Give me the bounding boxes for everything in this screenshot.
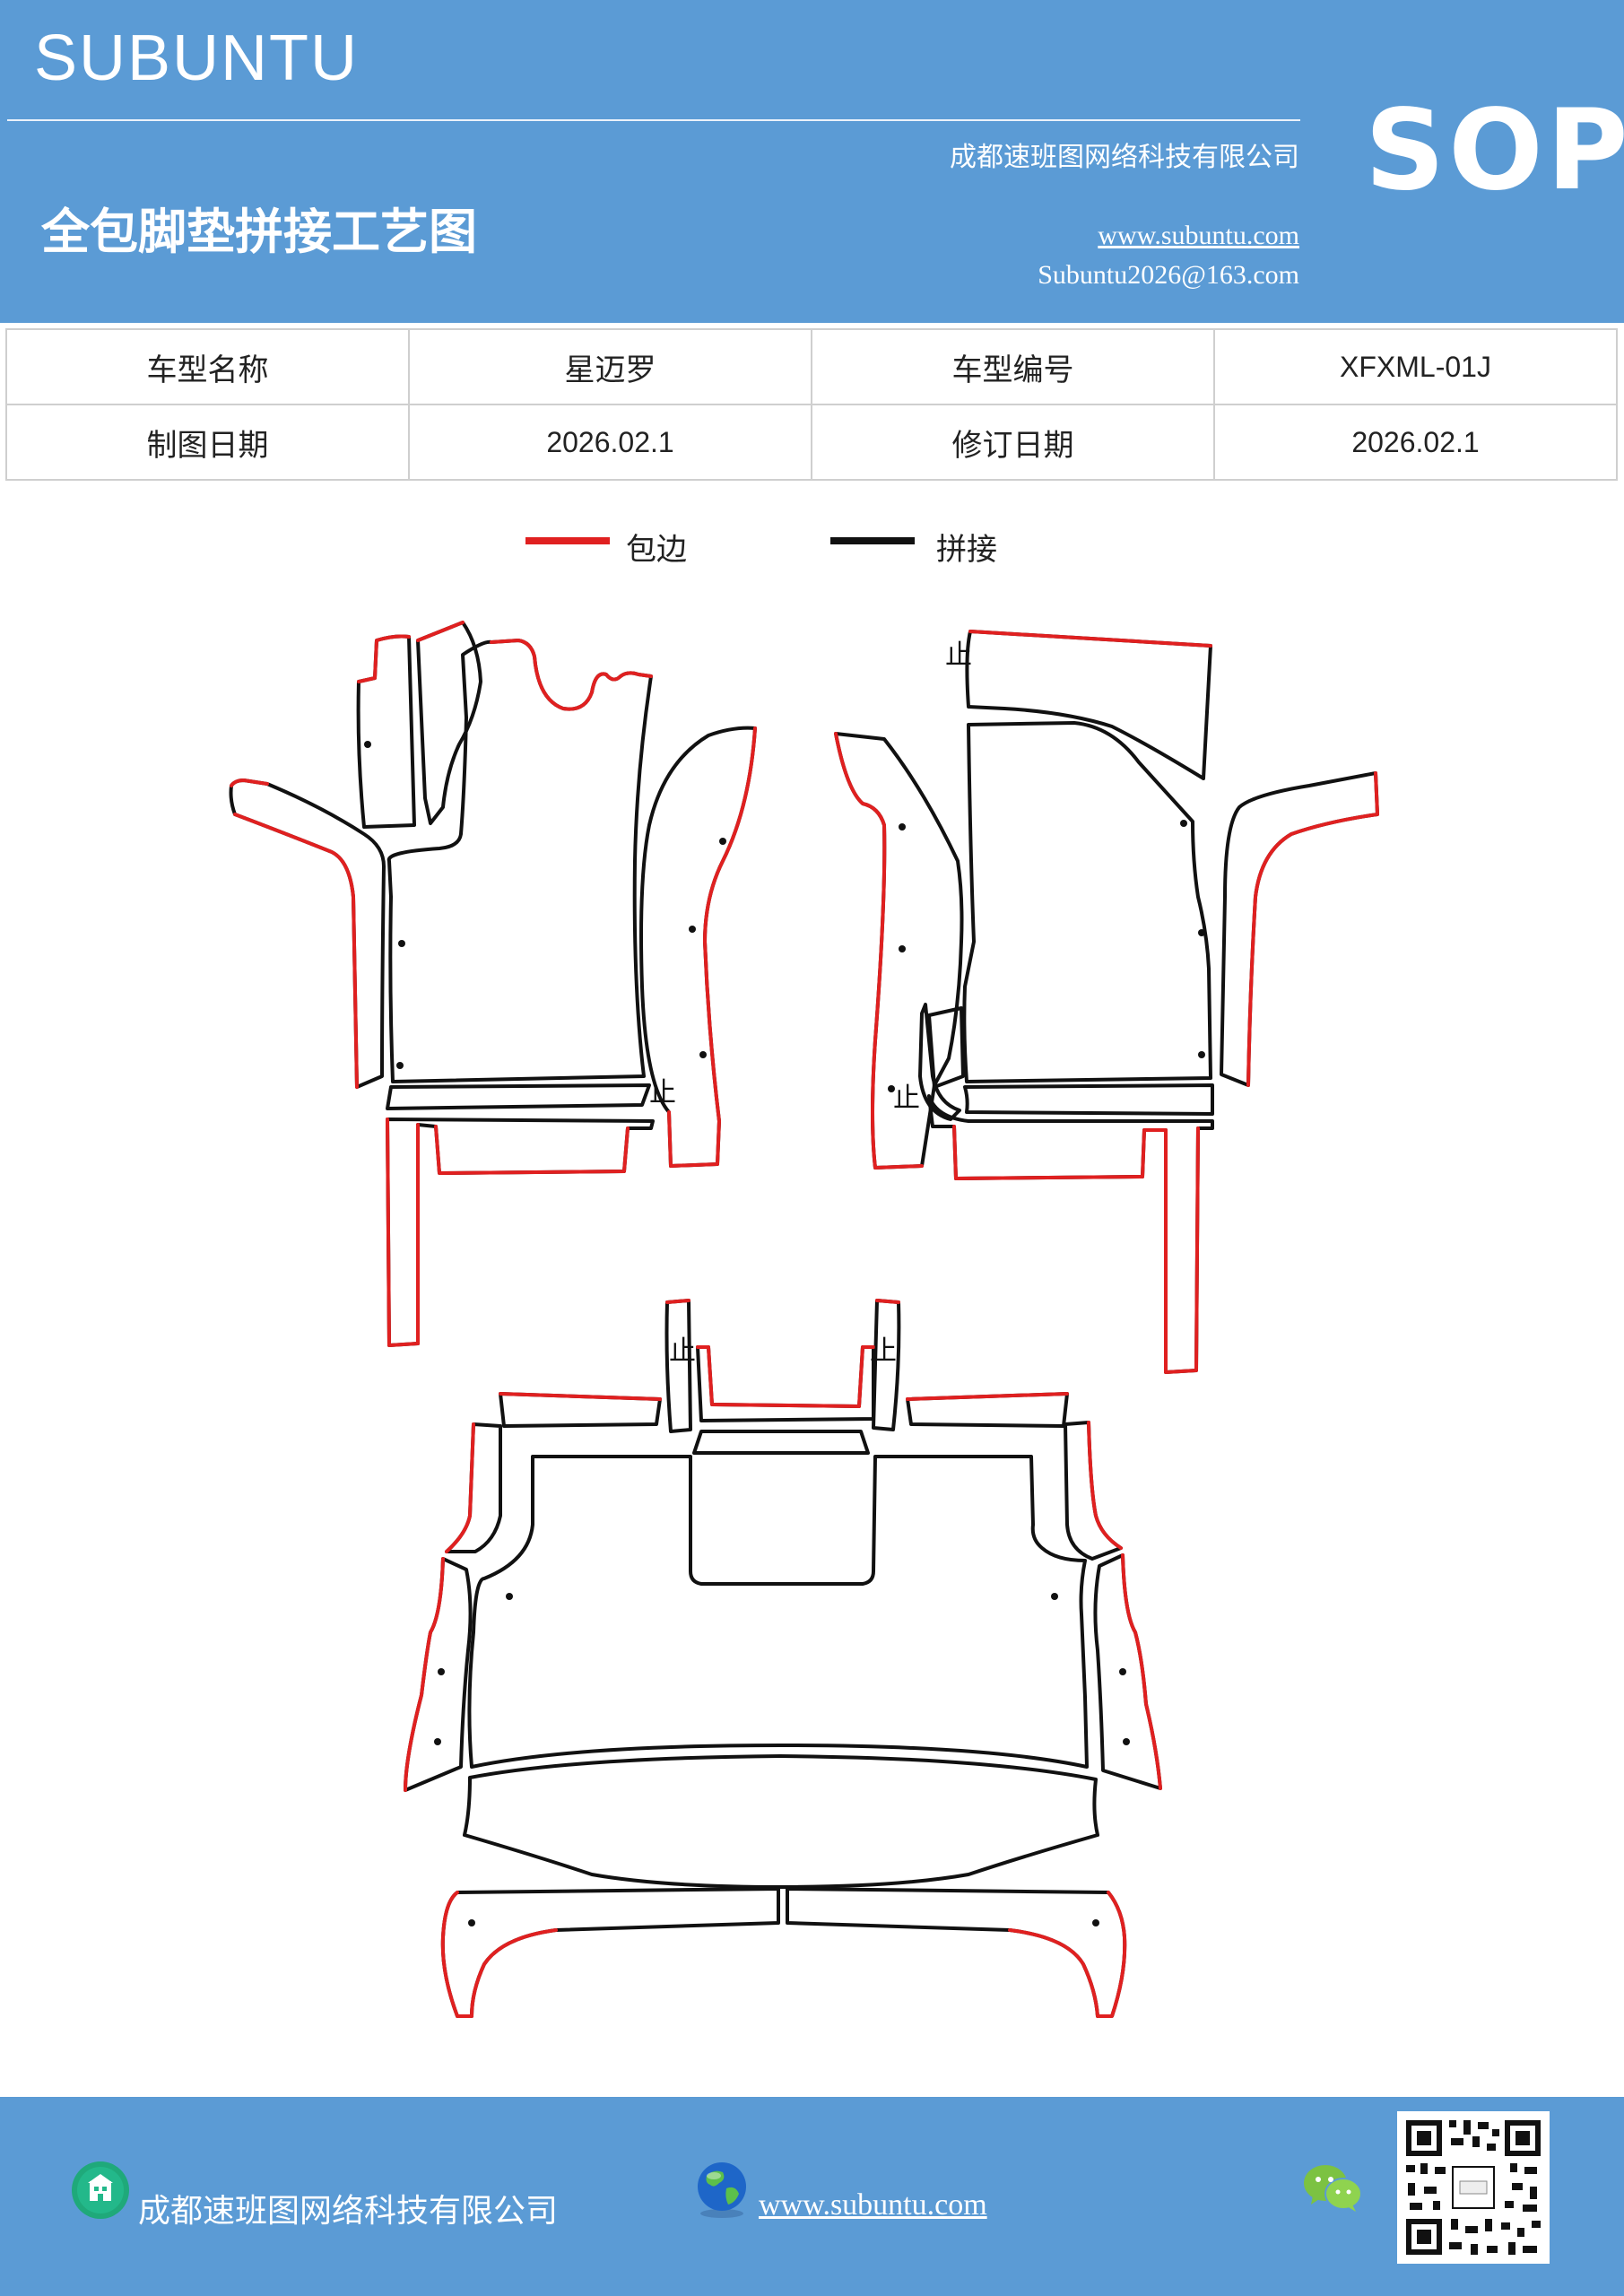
brand-logo-text: SUBUNTU <box>34 22 360 94</box>
building-icon <box>72 2161 129 2219</box>
model-name-value: 星迈罗 <box>408 328 812 405</box>
rear-right-side-panel <box>1093 1553 1162 1790</box>
info-table: 车型名称 星迈罗 车型编号 XFXML-01J 制图日期 2026.02.1 修… <box>5 328 1618 481</box>
rear-tunnel-left-post <box>664 1299 692 1433</box>
footer-company: 成都速班图网络科技有限公司 <box>138 2193 559 2230</box>
revision-date-value: 2026.02.1 <box>1213 404 1618 481</box>
globe-icon <box>698 2162 746 2218</box>
stop-mark: 止 <box>870 1335 897 1367</box>
front-left-side-sill <box>229 778 386 1089</box>
model-code-value: XFXML-01J <box>1213 328 1618 405</box>
stop-mark: 止 <box>649 1077 676 1109</box>
drawing-date-label: 制图日期 <box>5 404 410 481</box>
front-left-mat-group: 止 <box>229 621 757 1347</box>
front-right-inner-strip <box>918 1003 961 1121</box>
wechat-icon <box>1304 2165 1362 2212</box>
legend-label-edge: 包边 <box>626 532 687 568</box>
legend-swatch-edge <box>525 537 610 544</box>
rear-lower-strip <box>463 1754 1099 1889</box>
rear-tunnel-cap <box>692 1430 870 1455</box>
revision-date-label: 修订日期 <box>811 404 1215 481</box>
legend-swatch-seam <box>830 537 915 544</box>
front-left-slant-strip <box>416 621 482 825</box>
table-row: 制图日期 2026.02.1 修订日期 2026.02.1 <box>5 404 1618 481</box>
front-left-pedal-strip <box>356 634 416 829</box>
header-company: 成都速班图网络科技有限公司 <box>950 142 1299 173</box>
stop-mark: 止 <box>669 1335 696 1367</box>
front-right-mat-group: 止 止 <box>834 630 1379 1374</box>
legend: 包边 拼接 <box>0 525 1624 570</box>
stop-mark: 止 <box>945 639 972 671</box>
front-right-heel-piece <box>927 1094 1214 1374</box>
rear-tunnel-u-piece <box>696 1345 875 1422</box>
front-right-main-mat <box>962 721 1212 1083</box>
footer-website-link[interactable]: www.subuntu.com <box>759 2188 987 2222</box>
rear-main-mat <box>467 1455 1089 1769</box>
footer-banner: 成都速班图网络科技有限公司 www.subuntu.com <box>0 2097 1624 2296</box>
header-website-link[interactable]: www.subuntu.com <box>1098 221 1299 250</box>
rear-left-side-panel <box>404 1557 473 1792</box>
stop-mark: 止 <box>893 1083 920 1114</box>
table-row: 车型名称 星迈罗 车型编号 XFXML-01J <box>5 328 1618 405</box>
front-left-main-mat <box>386 639 653 1083</box>
front-right-top-piece <box>965 630 1212 780</box>
sop-badge: SOP <box>1365 86 1624 215</box>
header-banner: SUBUNTU 成都速班图网络科技有限公司 全包脚垫拼接工艺图 www.subu… <box>0 0 1624 323</box>
front-left-rear-sill <box>386 1083 651 1110</box>
rear-mat-group: 止 止 <box>404 1299 1162 2018</box>
model-name-label: 车型名称 <box>5 328 410 405</box>
front-right-rear-sill <box>963 1083 1214 1116</box>
front-left-heel-piece <box>386 1118 655 1347</box>
header-email: Subuntu2026@163.com <box>1038 260 1299 290</box>
drawing-date-value: 2026.02.1 <box>408 404 812 481</box>
qr-code <box>1397 2111 1550 2264</box>
document-title: 全包脚垫拼接工艺图 <box>41 203 477 260</box>
header-divider <box>7 119 1300 121</box>
legend-label-seam: 拼接 <box>936 532 997 568</box>
rear-tunnel-right-post <box>872 1299 901 1431</box>
model-code-label: 车型编号 <box>811 328 1215 405</box>
